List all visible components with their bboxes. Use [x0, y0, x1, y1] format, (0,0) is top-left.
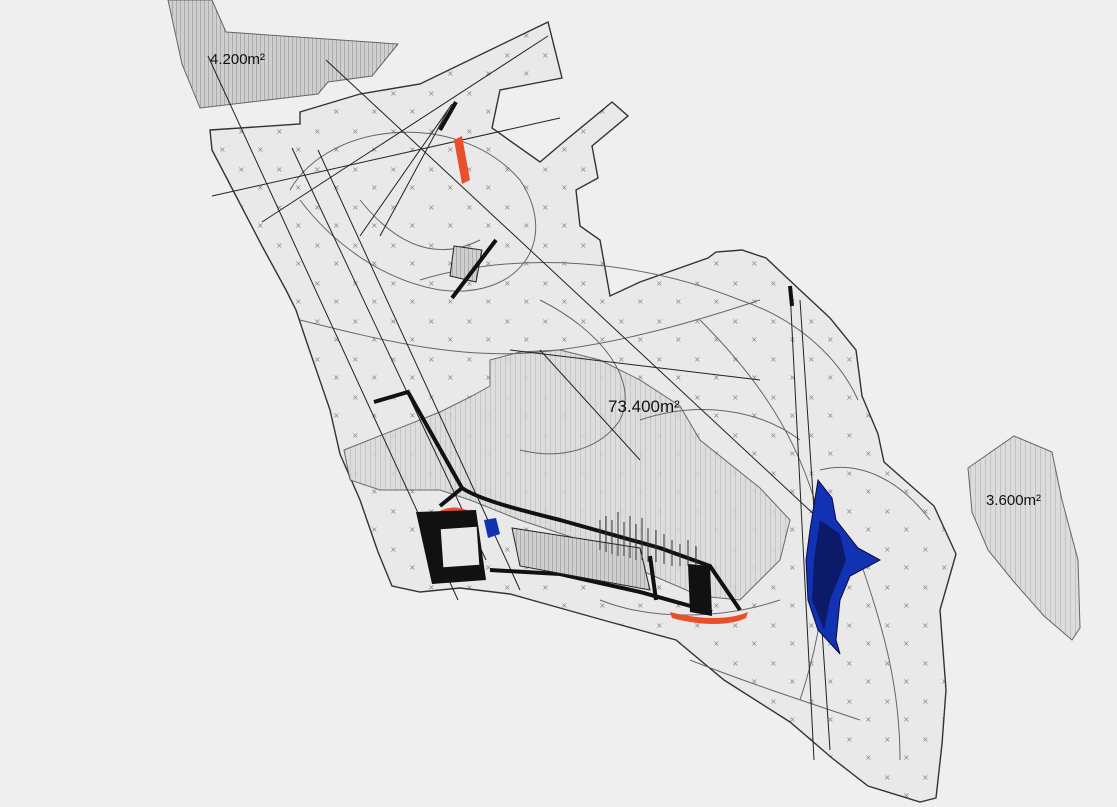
- small-blue-pool: [484, 518, 500, 538]
- hatched-building: [511, 527, 651, 591]
- light-inset-left: [440, 526, 480, 568]
- central-hatched-zone: [343, 349, 791, 601]
- dark-block-right: [688, 564, 712, 616]
- area-label-right: 3.600m²: [986, 492, 1041, 509]
- building-outlines: [373, 389, 742, 614]
- small-hatched-element: [449, 245, 483, 283]
- black-thick-marks: [438, 101, 794, 307]
- vertical-bar-marks: [599, 512, 697, 566]
- area-label-top: 4.200m²: [210, 51, 265, 68]
- area-label-main: 73.400m²: [608, 397, 680, 416]
- water-feature-dark: [812, 520, 846, 630]
- area-plot-right: [967, 435, 1081, 641]
- area-plot-top-left: [167, 0, 399, 109]
